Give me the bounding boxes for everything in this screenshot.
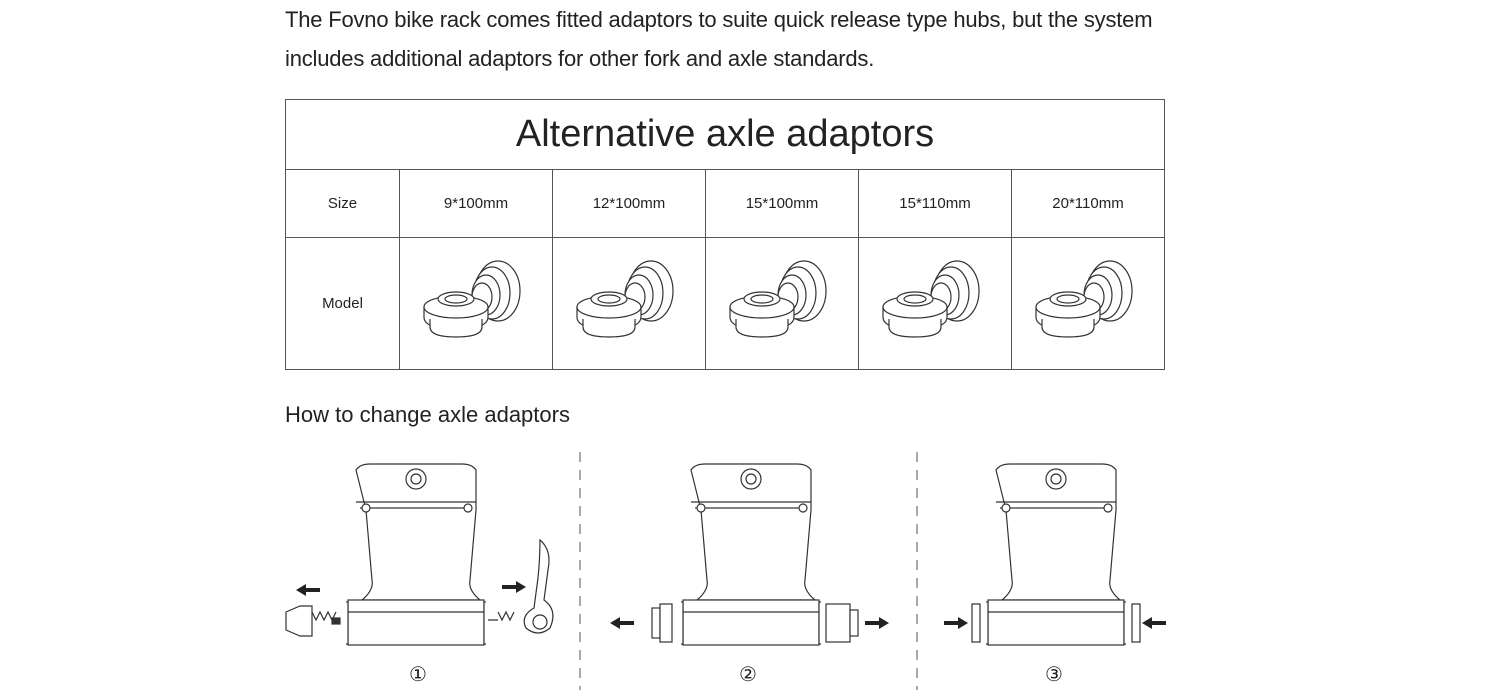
arrow-right-icon — [502, 581, 526, 593]
model-cell — [1011, 237, 1165, 370]
size-row: Size 9*100mm 12*100mm 15*100mm 15*110mm … — [285, 169, 1165, 238]
intro-line-2: includes additional adaptors for other f… — [285, 46, 875, 71]
size-cell: 15*100mm — [705, 169, 859, 238]
arrow-right-icon — [944, 617, 968, 629]
adaptor-table: Alternative axle adaptors Size 9*100mm 1… — [285, 99, 1165, 370]
step-2-illustration — [610, 463, 889, 646]
intro-line-1: The Fovno bike rack comes fitted adaptor… — [285, 7, 1153, 32]
step-number-3: ③ — [1045, 664, 1063, 686]
model-label: Model — [285, 237, 400, 370]
howto-heading: How to change axle adaptors — [285, 402, 570, 427]
intro-text: The Fovno bike rack comes fitted adaptor… — [285, 0, 1245, 78]
table-title: Alternative axle adaptors — [285, 99, 1165, 170]
size-cell: 20*110mm — [1011, 169, 1165, 238]
arrow-left-icon — [296, 584, 320, 596]
step-number-2: ② — [739, 664, 757, 686]
model-cell — [858, 237, 1012, 370]
model-cell — [705, 237, 859, 370]
model-cell — [399, 237, 553, 370]
arrow-right-icon — [865, 617, 889, 629]
step-1-illustration — [285, 463, 554, 646]
step-3-illustration — [944, 463, 1166, 646]
arrow-left-icon — [1142, 617, 1166, 629]
model-row: Model — [285, 237, 1165, 370]
arrow-left-icon — [610, 617, 634, 629]
step-number-1: ① — [409, 664, 427, 686]
